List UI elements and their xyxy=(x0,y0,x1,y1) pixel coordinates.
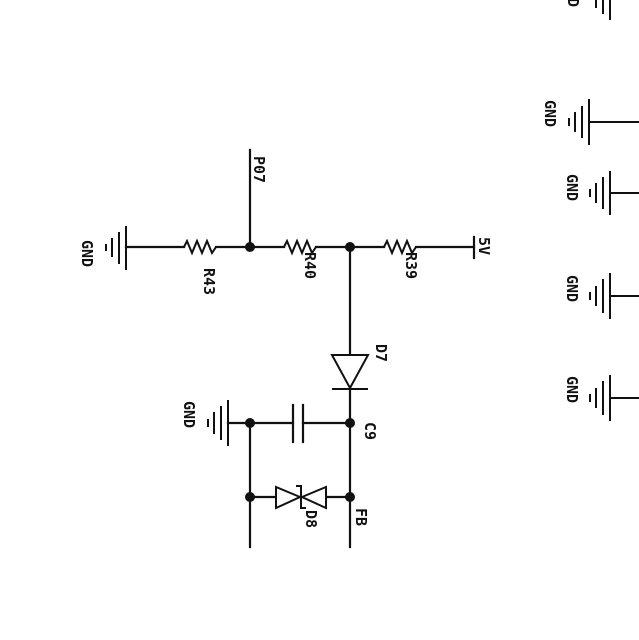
d8-label: D8 xyxy=(302,510,320,528)
gnd-label-right-1: GND xyxy=(541,100,559,127)
ground-symbol-left xyxy=(105,226,127,270)
gnd-label-right-4: GND xyxy=(563,376,581,403)
ground-symbol-right-1 xyxy=(568,99,639,145)
junction-d8-left xyxy=(245,492,255,502)
junction-p07 xyxy=(245,242,255,252)
tvs-diode-d8 xyxy=(275,485,327,510)
c9-label: C9 xyxy=(361,422,379,440)
gnd-label-c9: GND xyxy=(180,401,198,428)
resistor-r39 xyxy=(383,238,417,256)
capacitor-c9 xyxy=(291,403,305,444)
r43-label: R43 xyxy=(200,268,218,295)
junction-d8-right xyxy=(345,492,355,502)
r39-label: R39 xyxy=(402,252,420,279)
resistor-r43 xyxy=(183,238,217,256)
diode-d7 xyxy=(330,354,370,391)
ground-symbol-right-4 xyxy=(589,375,639,421)
p07-label: P07 xyxy=(250,156,268,183)
gnd-label-right-3: GND xyxy=(563,275,581,302)
top-fragment-label: D xyxy=(564,0,582,7)
d7-label: D7 xyxy=(372,344,390,362)
resistor-r40 xyxy=(283,238,317,256)
r40-label: R40 xyxy=(301,252,319,279)
ground-symbol-top-partial xyxy=(595,0,611,20)
ground-symbol-right-3 xyxy=(589,273,639,319)
ground-symbol-right-2 xyxy=(589,171,639,215)
gnd-label-right-2: GND xyxy=(563,174,581,201)
ground-symbol-c9 xyxy=(207,400,229,446)
supply-label-5v: 5V xyxy=(475,237,493,255)
fb-label: FB xyxy=(352,508,370,526)
gnd-label-left: GND xyxy=(78,240,96,267)
junction-c9-right xyxy=(345,418,355,428)
